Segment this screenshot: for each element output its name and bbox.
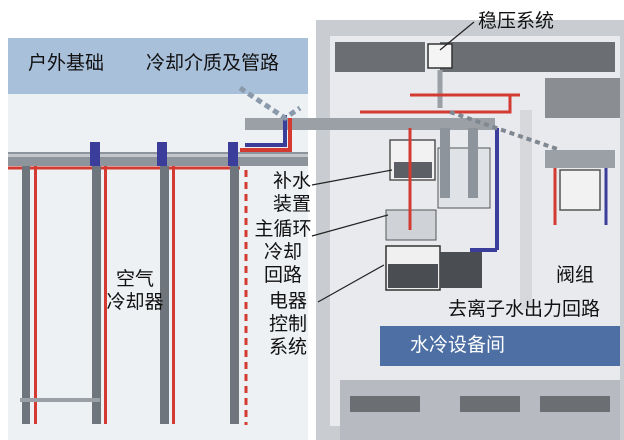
water-cooling-room-label: 水冷设备间 [410, 334, 506, 356]
valve-group-body [559, 169, 601, 211]
makeup-water-device-label: 补水 装置 [270, 170, 314, 216]
air-cooler-label: 空气 冷却器 [104, 268, 166, 314]
makeup-water-device-line: 装置 [272, 193, 311, 215]
air-cooler-tubes [20, 166, 248, 425]
room-partition [520, 110, 532, 310]
electrical-control-system-line: 电器 [268, 290, 307, 312]
cabinet-base [388, 264, 438, 288]
leader-control-system [317, 264, 385, 303]
air-cooler-line: 冷却器 [106, 291, 164, 313]
room-wall-block [540, 396, 610, 412]
outdoor-base-label: 户外基础 [28, 52, 105, 74]
main-circulation-loop-label: 主循环 冷却 回路 [252, 218, 314, 287]
room-wall-block [440, 42, 615, 72]
main-circulation-loop-line: 回路 [263, 264, 302, 286]
pump-riser [468, 128, 478, 198]
voltage-stabilizer-unit [427, 43, 453, 69]
makeup-water-device-line: 补水 [272, 170, 311, 192]
branch-pipe [238, 85, 302, 122]
electrical-control-system-line: 控制 [268, 313, 307, 335]
tank-base [394, 162, 432, 178]
voltage-stabilizing-system-label: 稳压系统 [478, 10, 555, 32]
room-wall-block [335, 42, 425, 72]
room-wall-block [460, 396, 520, 412]
pump-riser [440, 128, 450, 198]
cabinet-base [440, 252, 482, 288]
main-circulation-loop-line: 冷却 [263, 241, 302, 263]
water-cooling-room-floor [380, 326, 620, 366]
leader-main-loop [311, 214, 389, 237]
leader-stabilizer [439, 21, 475, 51]
coolant-piping-label: 冷却介质及管路 [146, 52, 280, 74]
leader-lines [311, 21, 475, 303]
outdoor-base-zone [8, 38, 308, 94]
deionized-water-outlet-loop-label: 去离子水出力回路 [448, 298, 601, 320]
main-circulation-loop-line: 主循环 [254, 218, 312, 240]
valve-group-label: 阀组 [556, 264, 595, 286]
room-wall-block [350, 396, 420, 412]
electrical-control-system-line: 系统 [268, 336, 307, 358]
air-cooler-line: 空气 [115, 268, 154, 290]
supply-pipe [245, 118, 495, 130]
dashed-pipe [449, 110, 561, 152]
electrical-control-system-label: 电器 控制 系统 [262, 290, 314, 359]
valve-group-pipe [545, 150, 615, 168]
supply-pipe-blue [245, 115, 287, 147]
header-valves [90, 142, 238, 166]
leader-makeup-water [311, 169, 393, 186]
supply-pipe-red [240, 118, 292, 152]
room-wall-block [545, 78, 620, 118]
top-pipe-red [360, 95, 512, 114]
